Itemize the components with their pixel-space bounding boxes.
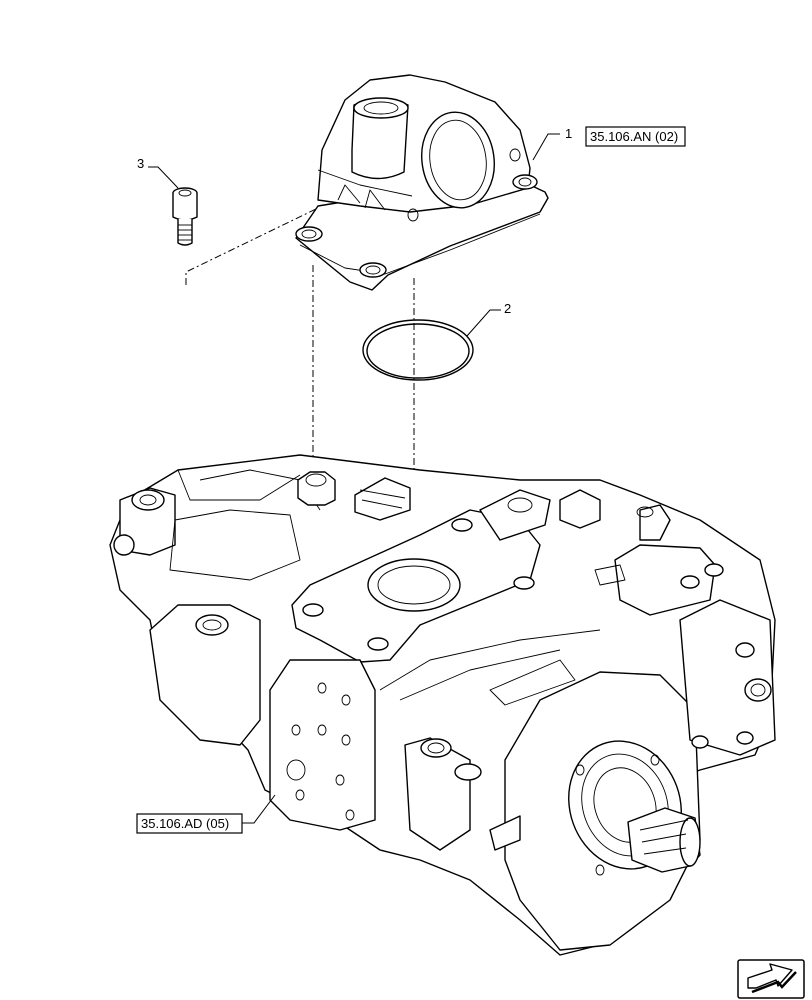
pump-reference: 35.106.AD (05) [141, 816, 229, 831]
part-3-cap-screw [172, 187, 198, 246]
callout-1: 1 35.106.AN (02) [532, 126, 686, 161]
callout-1-number: 1 [565, 126, 572, 141]
callout-2-number: 2 [504, 301, 511, 316]
callout-pump-reference: 35.106.AD (05) [136, 794, 276, 834]
callout-1-reference: 35.106.AN (02) [590, 129, 678, 144]
callout-2: 2 [466, 301, 511, 337]
part-2-o-ring [362, 319, 474, 381]
callout-3-number: 3 [137, 156, 144, 171]
part-1-housing [295, 74, 549, 291]
hydraulic-pump-assembly [109, 454, 776, 956]
callout-3: 3 [137, 156, 179, 189]
next-page-arrow-icon[interactable] [737, 959, 805, 999]
callout-1-reference-box [585, 126, 686, 147]
